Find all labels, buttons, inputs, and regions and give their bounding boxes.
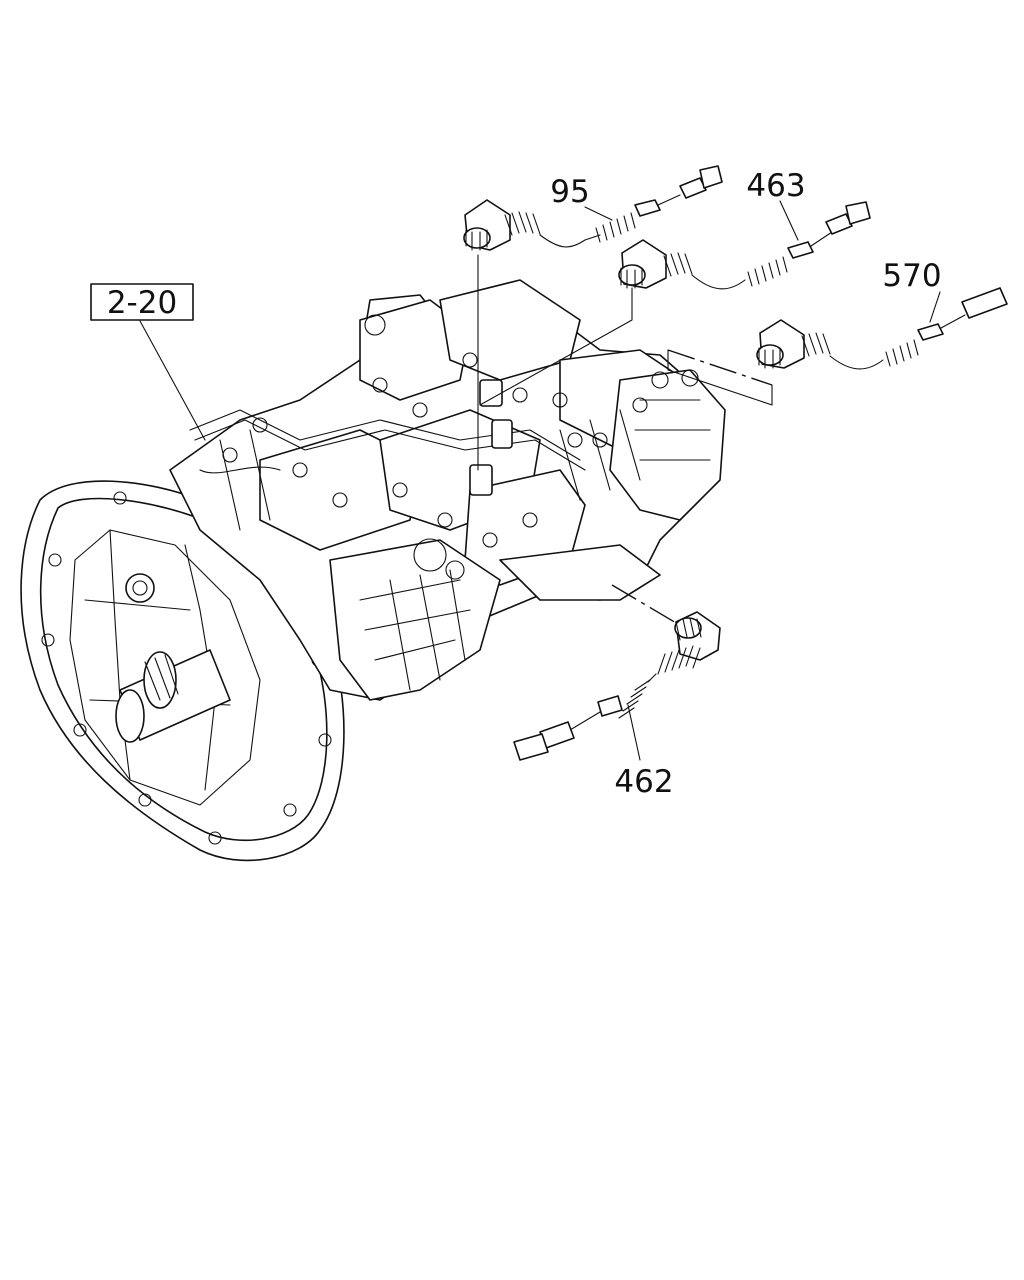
speed-sensor-570: 570 — [667, 258, 1008, 406]
callout-95: 95 — [550, 174, 589, 210]
callout-462: 462 — [614, 764, 673, 800]
speed-sensor-462: 462 — [513, 584, 721, 800]
reference-callout-2-20: 2-20 — [90, 283, 206, 441]
input-shaft — [115, 573, 231, 743]
callout-463: 463 — [746, 168, 805, 204]
transmission-assembly — [20, 279, 726, 862]
speed-sensor-95: 95 — [463, 165, 723, 471]
reference-box-label: 2-20 — [107, 285, 177, 321]
speed-sensor-463: 463 — [479, 168, 871, 406]
callout-570: 570 — [882, 258, 941, 294]
